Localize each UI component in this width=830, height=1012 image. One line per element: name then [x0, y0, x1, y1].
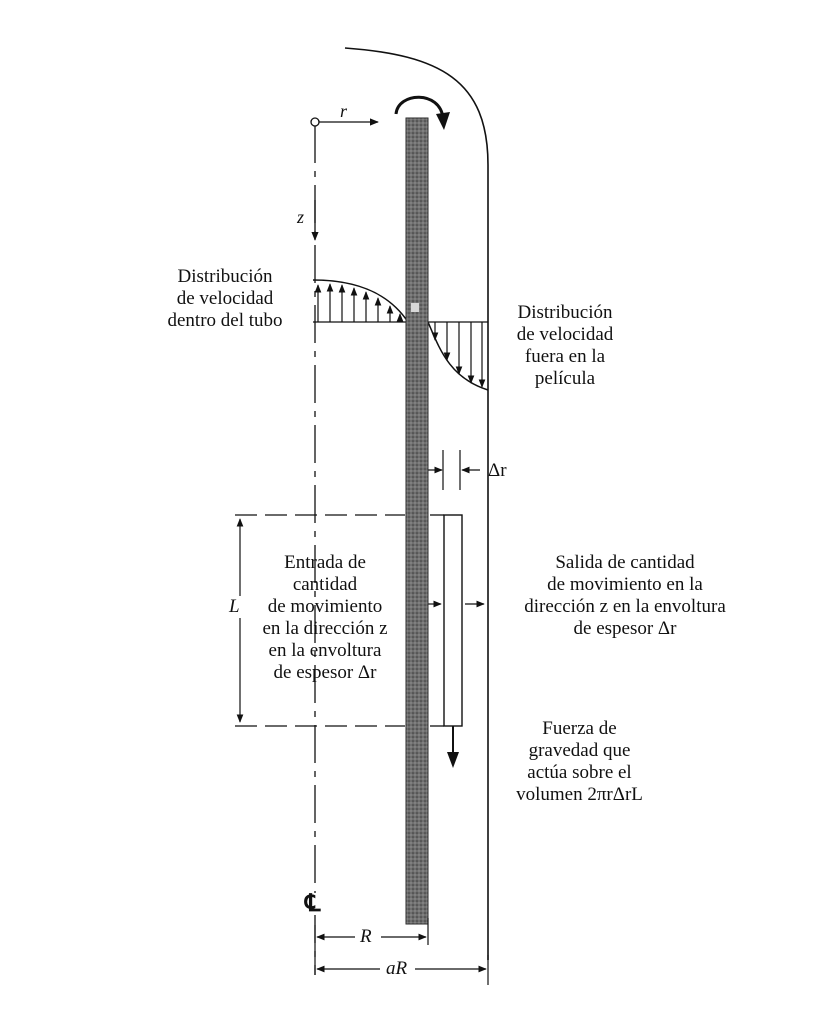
r-axis-label: r: [340, 101, 348, 121]
shell-element: [443, 514, 463, 727]
rotation-arrowhead: [436, 112, 450, 130]
origin-point: [310, 117, 320, 127]
inside-velocity-arrows: [314, 283, 404, 322]
momentum-out-label: Salida de cantidad de movimiento en la d…: [524, 552, 726, 639]
z-axis-label: z: [297, 207, 305, 227]
rotation-arrow: [394, 95, 445, 119]
gravity-force-label: Fuerza de gravedad que actúa sobre el vo…: [516, 718, 643, 805]
outside-velocity-profile: [427, 321, 489, 391]
momentum-in-label: Entrada de cantidad de movimiento en la …: [262, 552, 388, 683]
gravity-arrowhead: [447, 752, 459, 768]
inside-distribution-label: Distribución de velocidad dentro del tub…: [167, 266, 283, 331]
R-label: R: [360, 926, 372, 947]
inside-velocity-profile: [312, 279, 409, 323]
delta-r-label: Δr: [488, 460, 507, 481]
tube-highlight: [411, 303, 419, 312]
outside-velocity-arrows: [431, 322, 486, 388]
outer-film-boundary: [344, 47, 489, 960]
centerline-symbol: ℄: [305, 891, 321, 917]
tube-wall: [405, 117, 429, 925]
aR-label: aR: [386, 958, 408, 979]
outside-distribution-label: Distribución de velocidad fuera en la pe…: [516, 302, 614, 389]
L-label: L: [228, 596, 241, 618]
